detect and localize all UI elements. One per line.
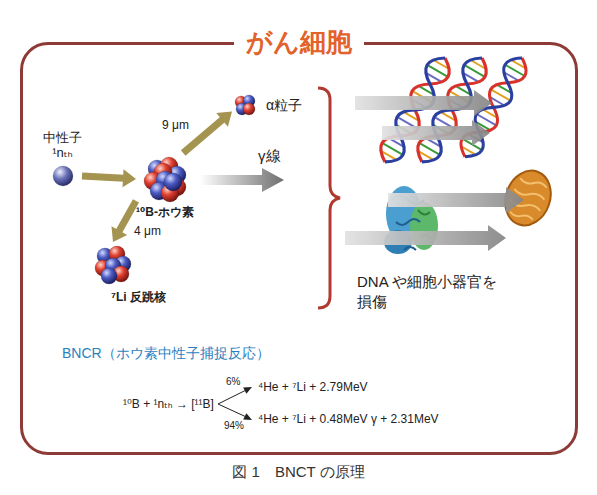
branch-percent: 94% bbox=[224, 420, 244, 432]
particle-label: ⁷Li 反跳核 bbox=[111, 290, 166, 304]
alpha-particle: α粒子 bbox=[232, 92, 302, 118]
range-label: 9 μm bbox=[160, 118, 191, 132]
frame-title: がん細胞 bbox=[234, 25, 364, 59]
nucleus-illustration bbox=[91, 242, 135, 286]
reaction-title: BNCR（ホウ素中性子捕捉反応） bbox=[62, 345, 270, 361]
gamma-label: γ線 bbox=[258, 147, 281, 164]
nucleus-illustration bbox=[51, 164, 75, 188]
particle-label: α粒子 bbox=[266, 97, 302, 113]
branch-percent: 6% bbox=[226, 376, 240, 388]
damage-note: DNA や細胞小器官を損傷 bbox=[357, 272, 507, 312]
particle-label: ¹⁰B-ホウ素 bbox=[136, 205, 194, 219]
particle-label: 中性子 bbox=[43, 130, 82, 145]
figure-caption: 図 1 BNCT の原理 bbox=[0, 462, 597, 482]
range-label: 4 μm bbox=[132, 224, 163, 238]
reaction-arrow bbox=[82, 169, 136, 187]
particle-label: ¹nₜₕ bbox=[52, 145, 73, 160]
damage-arrows bbox=[345, 90, 524, 251]
neutron-particle: 中性子¹nₜₕ bbox=[43, 130, 82, 188]
reaction-product: ⁴He + ⁷Li + 2.79MeV bbox=[258, 380, 368, 394]
boron-nucleus: ¹⁰B-ホウ素 bbox=[136, 153, 194, 219]
lithium-nucleus: ⁷Li 反跳核 bbox=[91, 242, 166, 304]
nucleus-illustration bbox=[139, 153, 191, 205]
bracket bbox=[318, 88, 340, 308]
reaction-equation: ¹⁰B + ¹nₜₕ → [¹¹B] bbox=[123, 397, 214, 411]
branch-arrows bbox=[218, 387, 252, 420]
nucleus-illustration bbox=[232, 92, 258, 118]
gamma-arrow bbox=[200, 168, 284, 192]
reaction-product: ⁴He + ⁷Li + 0.48MeV γ + 2.31MeV bbox=[258, 412, 439, 426]
